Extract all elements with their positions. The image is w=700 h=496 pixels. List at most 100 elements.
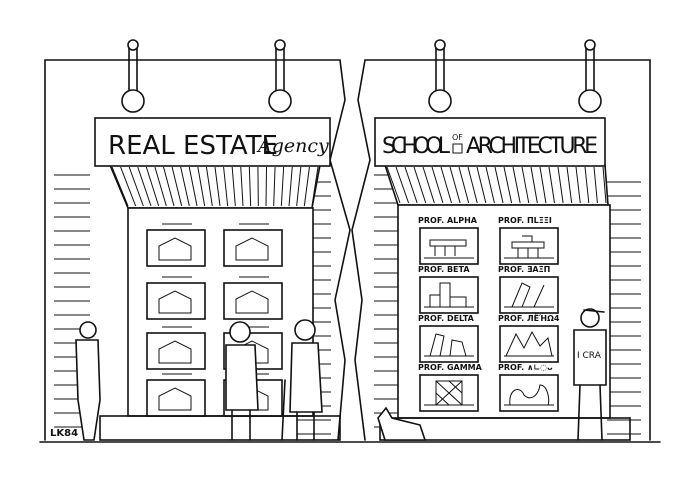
professor-label: PROF. ƎAΞΠ: [498, 265, 550, 274]
awning-stripe: [188, 166, 198, 207]
building-thumbnail-pavilion-building: [499, 227, 559, 265]
awning-stripe: [485, 166, 495, 204]
awning-stripe: [530, 166, 538, 204]
awning-stripe: [231, 166, 236, 207]
lamp-mount: [434, 39, 446, 51]
sign-school: SCHOOL: [382, 134, 451, 159]
awning-stripe: [111, 166, 129, 207]
awning-stripe: [449, 166, 461, 204]
lamp-arm: [128, 41, 138, 93]
right-window-base: [379, 417, 631, 441]
professor-label: PROF. ∧∟◌ᴗ: [498, 363, 553, 372]
awning-stripe: [494, 166, 504, 204]
figure-left-man: [75, 321, 101, 441]
shirt-text: I CRA: [577, 351, 602, 361]
professor-label: PROF. GAMMA: [418, 363, 483, 372]
right-building-outline: [351, 59, 651, 441]
professor-label: PROF. BETA: [418, 265, 470, 274]
figure-dog: [377, 406, 427, 441]
sign-of-box: [452, 143, 463, 154]
lamp-icon: [121, 89, 145, 113]
professor-label: PROF. ЛЁΉΩ4: [498, 313, 560, 323]
awning-stripe: [440, 166, 452, 204]
property-listings: [146, 223, 283, 417]
lamp-arm: [435, 41, 445, 93]
awning-stripe: [205, 166, 213, 207]
awning-stripe: [145, 166, 160, 207]
house-listing-thumbnail: [146, 229, 206, 267]
awning-stripe: [214, 166, 221, 207]
awning-stripe: [163, 166, 175, 207]
pavilion-building-icon: [511, 235, 545, 258]
awning-stripes: [386, 166, 607, 204]
awning-stripe: [240, 166, 244, 207]
house-icon: [158, 340, 192, 364]
awning-stripe: [539, 166, 547, 204]
awning-stripe: [566, 166, 573, 204]
awning-stripe: [476, 166, 487, 204]
awning-stripe: [584, 166, 590, 204]
artist-signature: LK84: [50, 428, 78, 439]
lattice-cube-icon: [435, 380, 463, 406]
awning-stripe: [171, 166, 183, 207]
house-icon: [235, 237, 269, 261]
awning-stripe: [154, 166, 167, 207]
awning-stripe: [467, 166, 478, 204]
awning-stripe: [422, 166, 435, 204]
lamp-arm: [585, 41, 595, 93]
house-listing-thumbnail: [146, 379, 206, 417]
awning-stripes: [111, 166, 319, 207]
block-towers-icon: [429, 282, 467, 307]
awning-stripe: [288, 166, 293, 207]
lamps: [121, 39, 602, 113]
lamp-icon: [268, 89, 292, 113]
awning-stripe: [180, 166, 190, 207]
real-estate-storefront: REAL ESTATE Agency: [44, 59, 351, 441]
awning-stripe: [602, 166, 607, 204]
figure-student: I CRA: [573, 308, 607, 441]
flat-roof-building-icon: [429, 239, 467, 256]
awning-stripe: [413, 166, 427, 204]
sign-of: OF: [452, 133, 463, 142]
awning-stripe: [386, 166, 401, 204]
building-thumbnail-block-towers: [419, 276, 479, 314]
sign-real-estate: REAL ESTATE: [108, 131, 278, 161]
house-listing-thumbnail: [223, 282, 283, 320]
awning-stripe: [311, 166, 319, 207]
house-listing-thumbnail: [223, 229, 283, 267]
awning-stripe: [137, 166, 152, 207]
left-window-base: [99, 415, 341, 441]
building-thumbnail-tilted-slabs: [419, 325, 479, 363]
awning-stripe: [503, 166, 513, 204]
lamp-icon: [428, 89, 452, 113]
awning-stripe: [265, 166, 267, 207]
organic-blob-icon: [509, 384, 550, 406]
house-icon: [158, 237, 192, 261]
awning-stripe: [395, 166, 410, 204]
building-thumbnail-deconstructed-zigzag: [499, 276, 559, 314]
lamp-mount: [127, 39, 139, 51]
jagged-roofs-icon: [505, 330, 553, 357]
deconstructed-zigzag-icon: [511, 282, 545, 308]
real-estate-sign: [94, 117, 331, 167]
awning-stripe: [593, 166, 598, 204]
awning-stripe: [128, 166, 144, 207]
right-awning: [383, 164, 609, 206]
awning-stripe: [521, 166, 530, 204]
house-icon: [235, 290, 269, 314]
awning-stripe: [280, 166, 285, 207]
sign-agency: Agency: [256, 135, 329, 157]
house-listing-thumbnail: [146, 332, 206, 370]
professor-label: PROF. DELTA: [418, 314, 475, 323]
awning-stripe: [223, 166, 229, 207]
figure-couple: [225, 319, 323, 441]
lamp-icon: [578, 89, 602, 113]
awning-stripe: [303, 166, 310, 207]
awning-stripe: [557, 166, 564, 204]
awning-stripe: [458, 166, 470, 204]
architecture-sign: [374, 117, 606, 167]
professor-label: PROF. ALPHA: [418, 216, 478, 225]
